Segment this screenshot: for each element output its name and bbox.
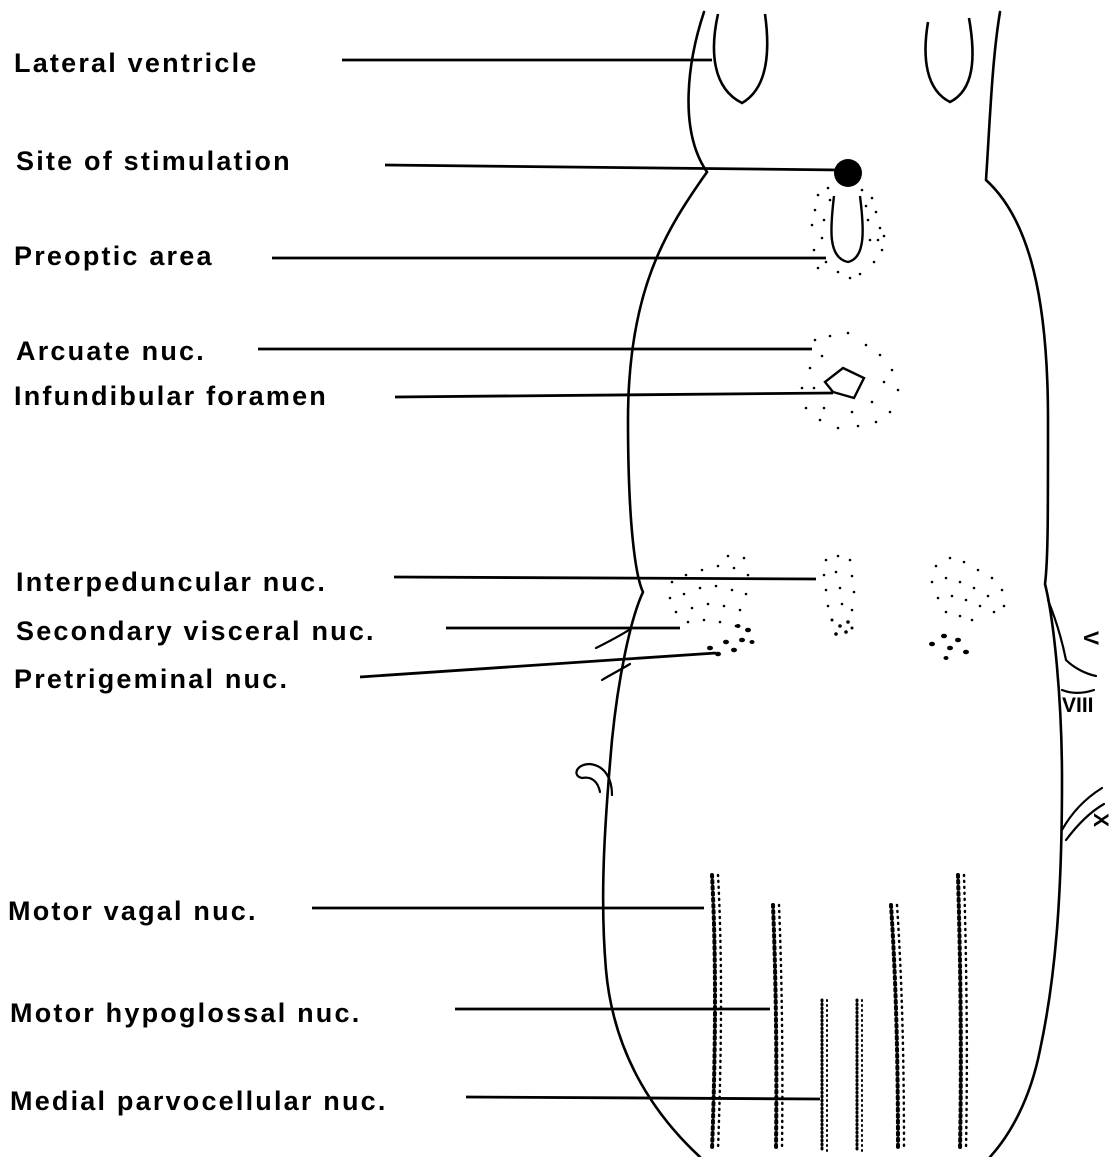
left-root-trigeminal-2 — [602, 664, 630, 680]
label-preoptic-area: Preoptic area — [14, 241, 214, 271]
motor-vagal-column-left — [712, 875, 715, 1150]
interpeduncular-left-cluster — [669, 555, 750, 628]
lateral-ventricle-right — [926, 18, 973, 102]
leader-site-of-stimulation — [385, 165, 840, 170]
pretrigeminal-left-dots — [707, 624, 755, 656]
preoptic-stipple — [811, 187, 886, 280]
interpeduncular-mid-cluster — [823, 555, 856, 636]
nerve-label-viii: VIII — [1062, 694, 1094, 717]
motor-vagal-column-right-b — [964, 875, 967, 1150]
arcuate-stipple — [801, 332, 900, 430]
midbrain-stipple — [669, 555, 1006, 660]
nerve-label-v: V — [1079, 631, 1102, 645]
leader-infundibular-foramen — [395, 393, 833, 397]
label-arcuate-nuc: Arcuate nuc. — [16, 336, 206, 366]
lateral-ventricle-left — [714, 14, 767, 103]
brain-outline-right — [986, 12, 1062, 1157]
motor-vagal-column-right — [958, 875, 961, 1150]
label-pretrigeminal-nuc: Pretrigeminal nuc. — [14, 664, 289, 694]
label-motor-hypoglossal-nuc: Motor hypoglossal nuc. — [10, 998, 361, 1028]
pretrigeminal-right-dots — [929, 634, 969, 660]
label-secondary-visceral-nuc: Secondary visceral nuc. — [16, 616, 376, 646]
leader-lines — [258, 60, 840, 1099]
leader-pretrigeminal-nuc — [360, 653, 716, 677]
leader-medial-parvocellular-nuc — [466, 1097, 820, 1099]
labels: Lateral ventricle Site of stimulation Pr… — [8, 48, 388, 1116]
motor-vagal-column-left-b — [718, 875, 721, 1150]
motor-hypoglossal-column-right — [891, 905, 898, 1150]
label-motor-vagal-nuc: Motor vagal nuc. — [8, 896, 258, 926]
label-interpeduncular-nuc: Interpeduncular nuc. — [16, 567, 327, 597]
brain-outline — [603, 12, 1062, 1157]
motor-hypoglossal-column-left-b — [779, 905, 782, 1150]
label-lateral-ventricle: Lateral ventricle — [14, 48, 259, 78]
preoptic-area-region — [811, 187, 886, 280]
arcuate-region — [801, 332, 900, 430]
lateral-ventricles — [714, 14, 973, 103]
left-nerve-roots — [576, 628, 632, 795]
right-root-octaval — [1062, 690, 1094, 693]
brain-outline-left — [603, 12, 707, 1157]
label-infundibular-foramen: Infundibular foramen — [14, 381, 328, 411]
nerve-label-x: X — [1089, 813, 1112, 827]
leader-interpeduncular-nuc — [394, 577, 816, 579]
label-medial-parvocellular-nuc: Medial parvocellular nuc. — [10, 1086, 388, 1116]
motor-hypoglossal-column-left — [773, 905, 776, 1150]
interpeduncular-right-cluster — [931, 557, 1006, 622]
medullary-columns — [712, 875, 967, 1152]
preoptic-recess — [831, 196, 862, 262]
label-site-of-stimulation: Site of stimulation — [16, 146, 292, 176]
stimulation-site-dot — [834, 159, 862, 187]
